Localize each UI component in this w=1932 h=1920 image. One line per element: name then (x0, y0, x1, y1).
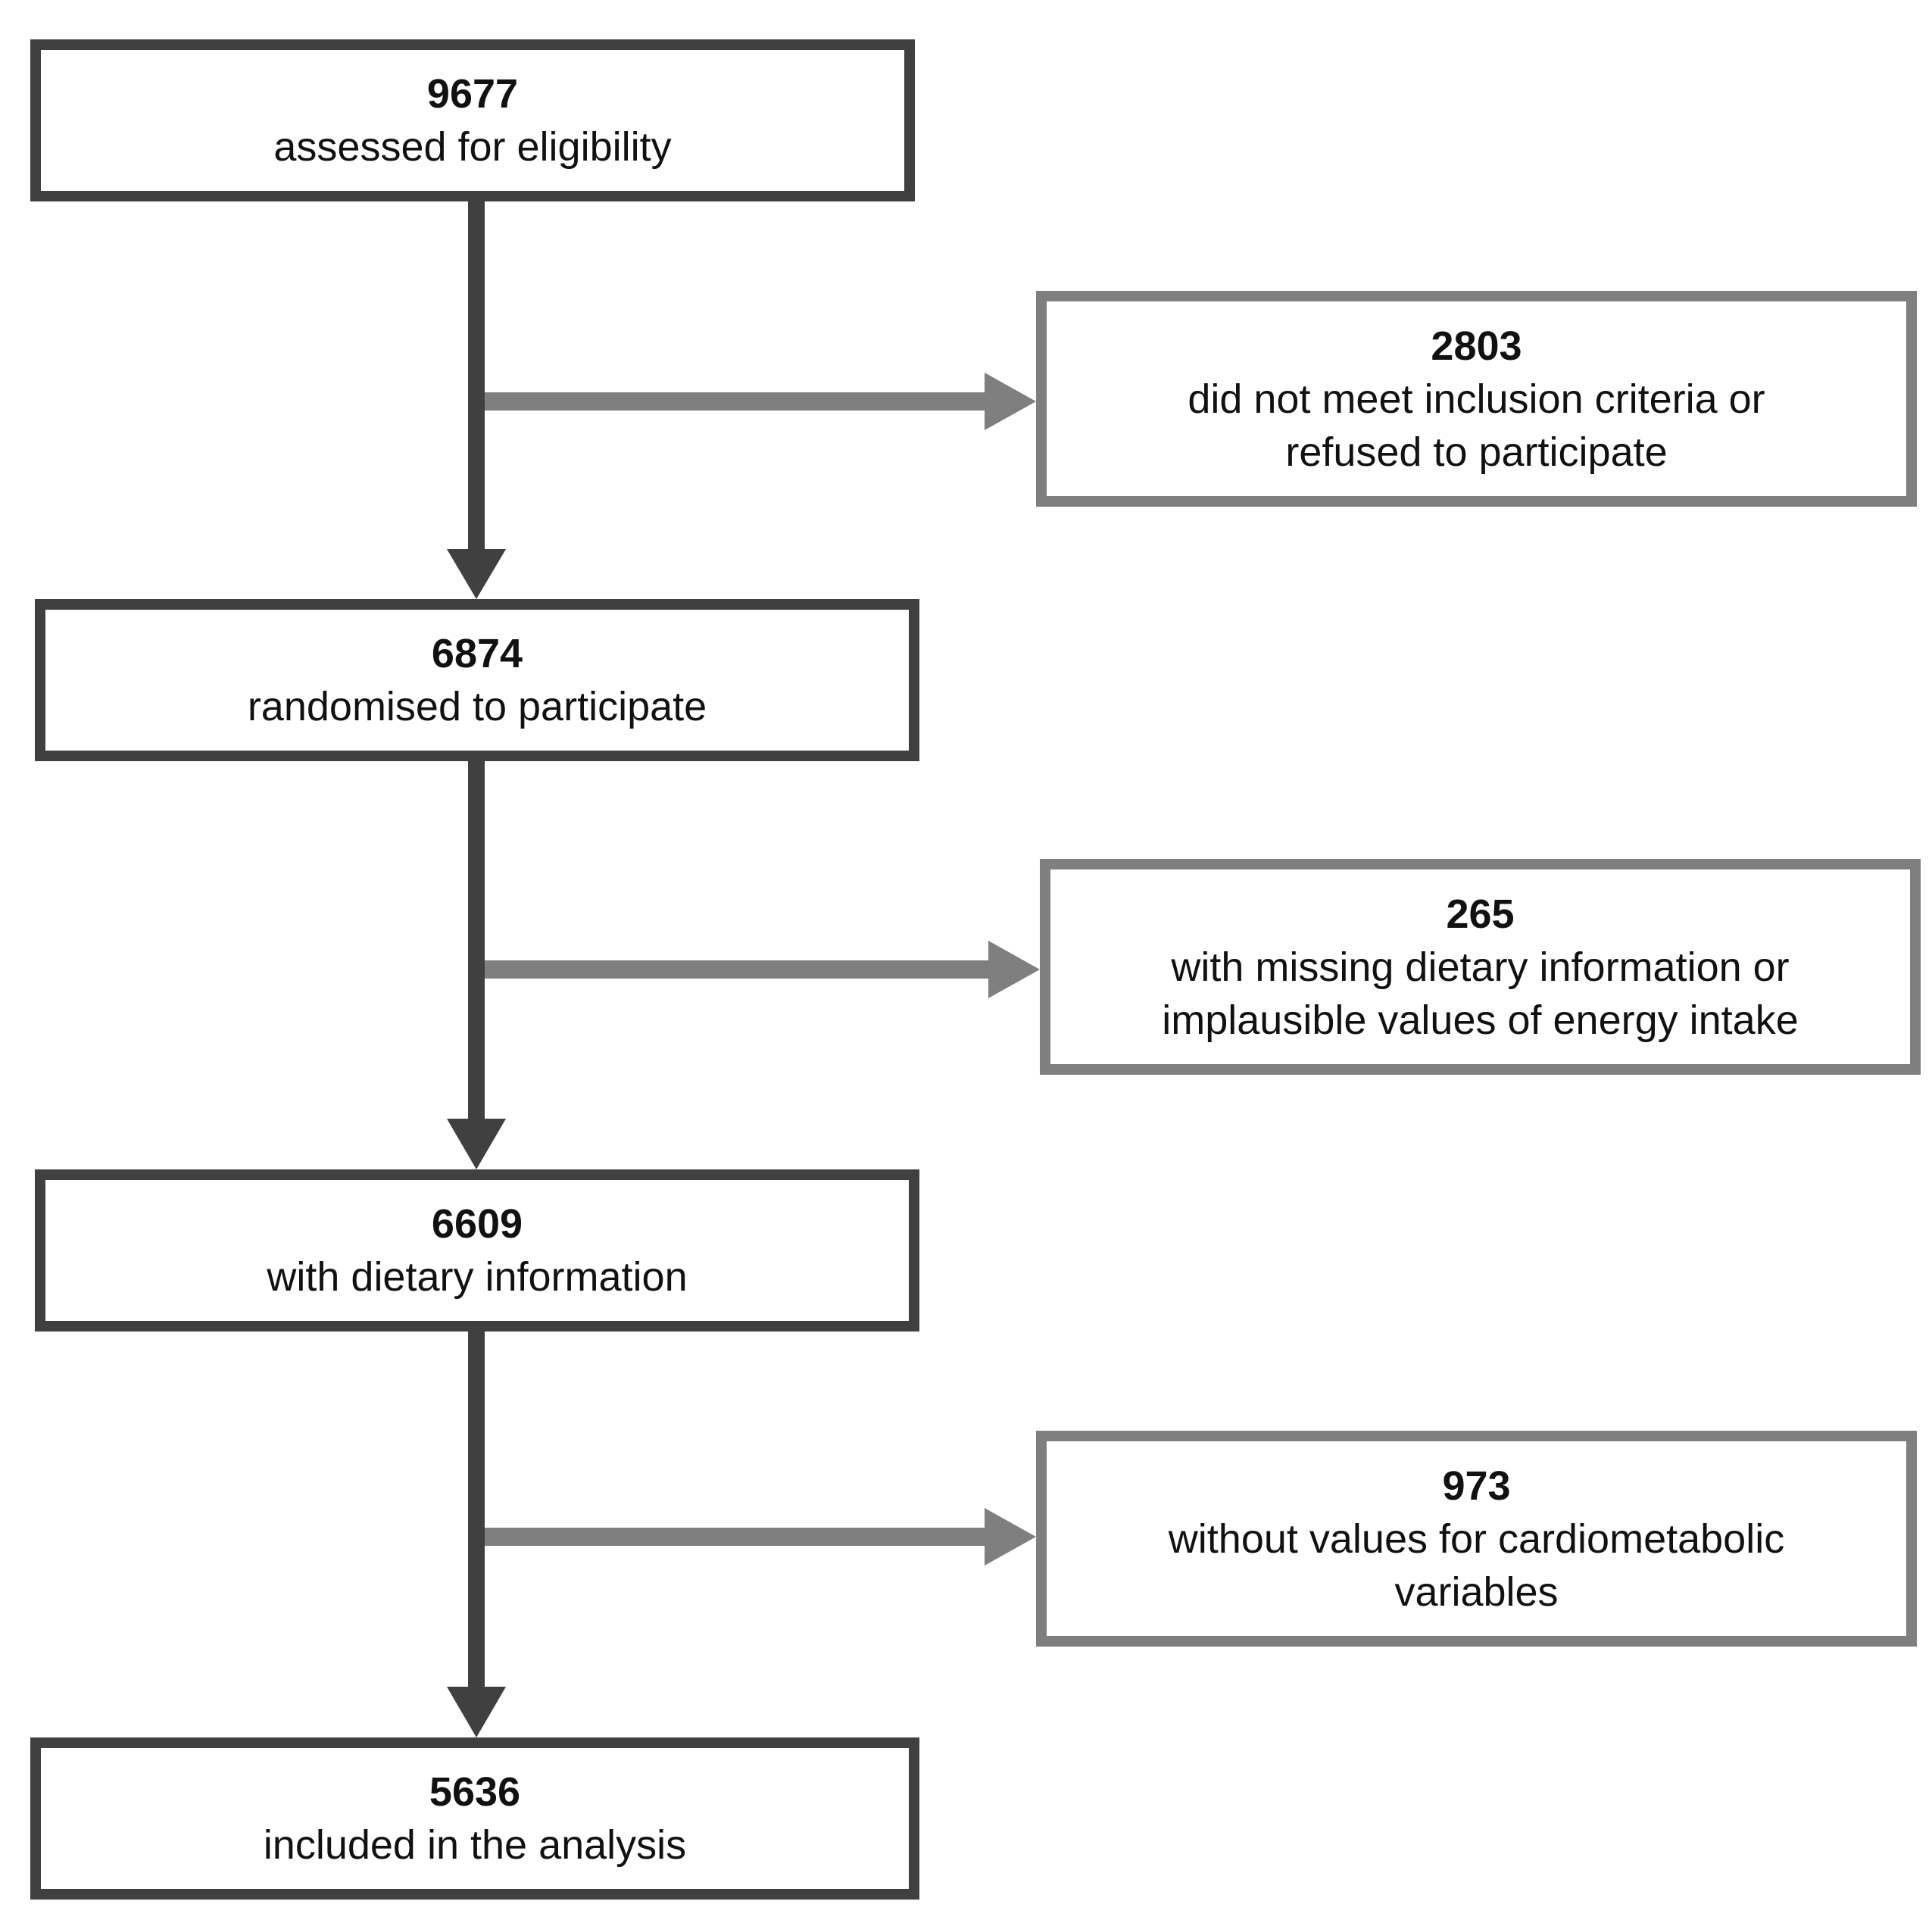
box-assessed-for-eligibility: 9677 assessed for eligibility (30, 39, 915, 201)
description-label: randomised to participate (247, 684, 707, 729)
arrow-assessed-to-randomised (447, 201, 506, 599)
box-with-dietary-information: 6609 with dietary information (35, 1169, 919, 1332)
description-line-2: refused to participate (1285, 429, 1668, 475)
description-label: with dietary information (267, 1254, 688, 1300)
box-included-in-analysis: 5636 included in the analysis (30, 1737, 919, 1900)
count-label: 6874 (431, 631, 523, 676)
description-line-1: without values for cardiometabolic (1168, 1516, 1785, 1562)
description-label: included in the analysis (263, 1822, 687, 1868)
box-randomised: 6874 randomised to participate (35, 599, 919, 761)
count-label: 265 (1446, 891, 1515, 937)
arrow-exclusion-1 (485, 373, 1036, 430)
description-label: assessed for eligibility (273, 124, 672, 170)
arrow-exclusion-3 (485, 1508, 1036, 1566)
count-label: 6609 (431, 1201, 523, 1247)
arrow-randomised-to-dietary (447, 761, 506, 1169)
description-line-1: with missing dietary information or (1171, 944, 1790, 990)
box-exclusion-ineligible: 2803 did not meet inclusion criteria or … (1036, 291, 1917, 507)
box-exclusion-missing-cardiometabolic: 973 without values for cardiometabolic v… (1036, 1431, 1917, 1647)
description-line-2: variables (1394, 1569, 1559, 1615)
arrow-exclusion-2 (485, 941, 1040, 998)
description-line-2: implausible values of energy intake (1162, 997, 1799, 1043)
description-line-1: did not meet inclusion criteria or (1188, 376, 1765, 422)
count-label: 9677 (426, 71, 519, 117)
count-label: 973 (1442, 1463, 1511, 1509)
count-label: 5636 (429, 1769, 521, 1815)
count-label: 2803 (1431, 323, 1522, 369)
box-exclusion-missing-dietary: 265 with missing dietary information or … (1040, 859, 1921, 1075)
arrow-dietary-to-included (447, 1332, 506, 1737)
